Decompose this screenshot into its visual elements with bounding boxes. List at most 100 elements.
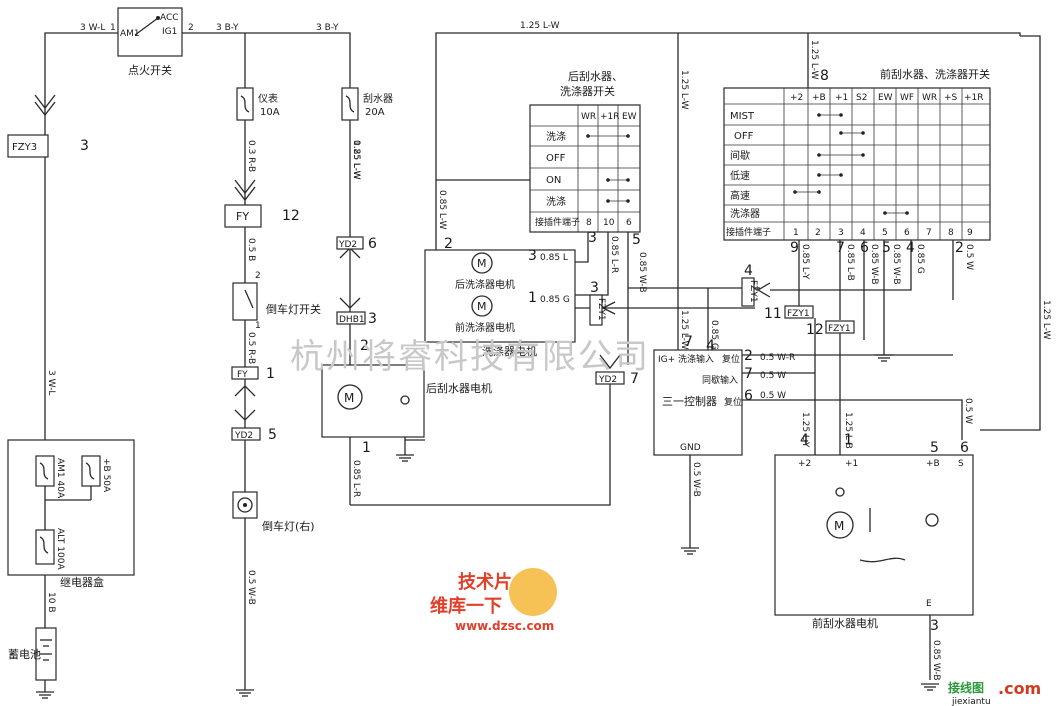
fuse-gauge: 仪表 10A [236,87,280,121]
pin-number: 4 [800,432,809,448]
diagram-label: 1 [266,366,275,382]
wire-label: 0.5 R-B [246,332,256,364]
wire-label: 0.85 G [915,244,925,274]
diagram-label: 洗涤器 [730,207,760,220]
ignition-switch: AM1 ACC IG1 1 2 点火开关 [110,7,194,77]
wire-label: 0.5 W-B [691,462,701,497]
diagram-label: 3 [80,138,89,154]
rear-wiper-motor: M 后刮水器电机 [321,364,492,438]
diagram-label: M [477,257,487,270]
diagram-label: +B [812,93,826,103]
diagram-label: EW [622,112,637,122]
connector-fzy1-11: FZY1 11 [764,305,814,322]
diagram-label: +2 [790,93,803,103]
pin-number: 5 [930,440,939,456]
diagram-label: 复位 [722,353,740,365]
wire-label: 0.3 R-B [246,140,256,172]
diagram-label: ON [546,175,561,186]
diagram-label: .com [998,679,1041,698]
pin-number: 1 [844,432,853,448]
rear-wiper-switch: 后刮水器、 洗涤器开关 WR +1R EW 洗涤 OFF ON 洗涤 接插件端子… [529,69,641,233]
pin-number: 9 [790,240,799,256]
wire-label: 0.5 W [760,391,786,401]
wire-label: 0.5 B [246,238,256,261]
rear-switch-title-2: 洗涤器开关 [560,84,615,98]
wire-label: 3 W-L [46,370,56,395]
diagram-label: E [926,599,932,609]
diagram-label: 6 [368,236,377,252]
fuse-wiper-name: 刮水器 [363,92,393,105]
wire-label: 0.85 W-B [869,244,879,285]
diagram-label: 复位 [724,396,742,408]
diagram-label: 1 [793,228,799,238]
diagram-label: FZY1 [828,324,851,334]
diagram-label: 洗涤 [546,130,566,143]
diagram-label: 10 [603,218,615,228]
diagram-label: FY [237,370,248,380]
diagram-label: FY [236,210,249,223]
pin-number: 2 [955,240,964,256]
diagram-label: +1R [964,93,984,103]
diagram-label: 高速 [730,189,750,202]
relay-box-label: 继电器盒 [60,575,104,589]
front-wiper-motor: +2 +1 +B S E M 前刮水器电机 [774,454,974,630]
diagram-label: 接线图 [948,680,984,695]
pin-number: 2 [444,236,453,252]
front-wiper-switch: 前刮水器、洗涤器开关 +2 +B +1 S2 EW WF WR +S +1R M… [723,67,991,241]
diagram-label: 3 [590,280,599,296]
diagram-label: IG+ [658,355,675,365]
diagram-label: 6 [626,218,632,228]
diagram-label: 12 [282,208,300,224]
diagram-label: M [834,519,844,533]
diagram-label: EW [878,93,893,103]
ignition-terminal-acc: ACC [160,13,179,23]
connector-fzy1-12: FZY1 12 [806,320,855,338]
diagram-label: +1 [835,93,848,103]
pin-number: 8 [820,68,829,84]
diagram-label: YD2 [234,431,253,441]
wire-label: 0.85 W-B [891,244,901,285]
wire-label: 0.85 L-B [845,244,855,281]
diagram-label: FZY1 [596,298,606,321]
diagram-label: FZY3 [12,142,37,153]
wire-label: 0.5 W-R [760,353,795,363]
connector-fy12: FY 12 [224,204,300,228]
pin-number: 7 [744,366,753,382]
connector-fzy1-3: FZY1 3 [589,280,606,326]
rear-switch-title-1: 后刮水器、 [568,69,623,83]
diagram-label: 接插件端子 [535,216,580,228]
wire-label: 0.85 L-W [351,140,361,180]
diagram-label: 同歇输入 [702,374,738,386]
diagram-label: 4 [744,263,753,279]
wire-label: 1.25 L-W [1041,300,1051,340]
relay-fuse-b: +B 50A [101,458,111,493]
connector-fy1: FY 1 [231,366,275,382]
wire-label: 0.85 L-Y [800,244,810,280]
diagram-label: S2 [856,93,867,103]
diagram-label: 3 [368,311,377,327]
rear-wiper-motor-label: 后刮水器电机 [426,381,492,395]
connector-fzy3: FZY3 3 [7,134,89,158]
diagram-label: 12 [806,322,824,338]
wire-label: 0.5 W-B [246,570,256,605]
diagram-label: M [477,300,487,313]
pin-number: 4 [906,240,915,256]
wire-label: 3 W-L [80,23,105,33]
wire-label: 0.5 W [964,244,974,270]
pin-number: 3 [588,230,597,246]
pin-number: 6 [960,440,969,456]
diagram-label: 11 [764,306,782,322]
ignition-pin-left: 1 [110,23,116,33]
pin-number: 5 [632,232,641,248]
wire-label: 0.85 L [540,253,568,263]
ground-symbols [36,354,939,699]
diagram-label: GND [680,443,701,453]
ignition-pin-right: 2 [188,23,194,33]
washer-motor: M 后洗涤器电机 M 前洗涤器电机 洗涤器电机 [424,249,576,358]
front-wiper-motor-label: 前刮水器电机 [812,616,878,630]
wire-label: 1.25 L-B [843,412,853,449]
wire-label: 1.25 L-Y [800,412,810,448]
pin-number: 6 [744,388,753,404]
